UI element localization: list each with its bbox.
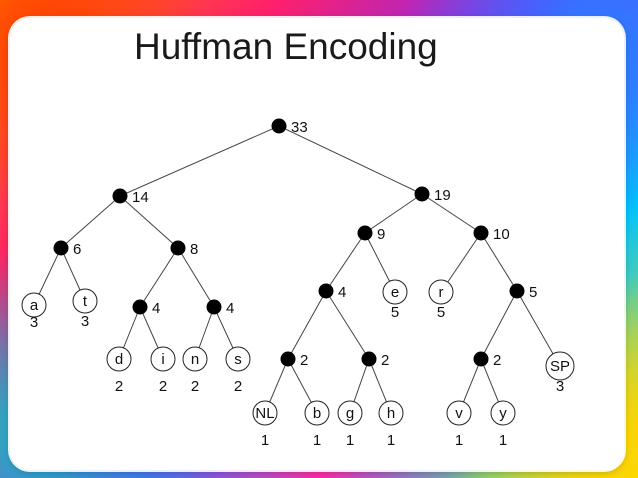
leaf-node-y bbox=[490, 400, 516, 426]
node-weight-label: 2 bbox=[300, 352, 308, 369]
internal-node-n9 bbox=[357, 225, 373, 241]
tree-edge-n8-n4b bbox=[177, 247, 215, 308]
leaf-symbol-label: v bbox=[455, 405, 463, 422]
node-weight-label: 9 bbox=[377, 226, 385, 243]
leaf-weight-label: 5 bbox=[437, 304, 445, 321]
leaf-node-e bbox=[382, 279, 408, 305]
leaf-node-i bbox=[150, 346, 176, 372]
node-weight-label: 14 bbox=[132, 189, 149, 206]
internal-node-n4a bbox=[132, 299, 148, 315]
node-weight-label: 19 bbox=[434, 187, 451, 204]
internal-node-n2b bbox=[361, 351, 377, 367]
leaf-symbol-label: n bbox=[191, 351, 199, 368]
leaf-symbol-label: g bbox=[346, 405, 354, 422]
node-weight-label: 4 bbox=[338, 284, 346, 301]
leaf-node-b bbox=[304, 400, 330, 426]
tree-edge-n33-n19 bbox=[278, 125, 423, 195]
internal-node-n4c bbox=[318, 283, 334, 299]
leaf-symbol-label: i bbox=[161, 351, 164, 368]
tree-edge-n33-n14 bbox=[119, 125, 280, 197]
leaf-weight-label: 2 bbox=[115, 378, 123, 395]
internal-node-n14 bbox=[112, 188, 128, 204]
leaf-node-a bbox=[21, 292, 47, 318]
internal-node-n5 bbox=[509, 283, 525, 299]
internal-node-n4b bbox=[206, 299, 222, 315]
tree-edge-n4c-n2b bbox=[325, 290, 370, 360]
tree-edge-n4c-n2a bbox=[287, 290, 327, 360]
tree-edge-n9-n4c bbox=[325, 232, 366, 292]
leaf-weight-label: 2 bbox=[159, 378, 167, 395]
node-weight-label: 2 bbox=[493, 352, 501, 369]
leaf-node-v bbox=[446, 400, 472, 426]
node-weight-label: 6 bbox=[73, 241, 81, 258]
leaf-symbol-label: e bbox=[391, 284, 399, 301]
leaf-node-g bbox=[337, 400, 363, 426]
internal-node-n2c bbox=[473, 351, 489, 367]
internal-node-n33 bbox=[271, 118, 287, 134]
leaf-node-NL bbox=[252, 400, 278, 426]
leaf-weight-label: 1 bbox=[313, 432, 321, 449]
slide-panel bbox=[10, 18, 624, 470]
leaf-symbol-label: t bbox=[83, 293, 88, 310]
leaf-node-h bbox=[378, 400, 404, 426]
tree-edge-n14-n6 bbox=[60, 195, 121, 249]
node-weight-label: 5 bbox=[529, 284, 537, 301]
node-weight-label: 4 bbox=[226, 300, 234, 317]
tree-edges bbox=[33, 125, 561, 414]
node-weight-label: 4 bbox=[152, 300, 160, 317]
tree-edge-n10-n5 bbox=[480, 232, 518, 292]
leaf-symbol-label: d bbox=[115, 351, 123, 368]
internal-node-n2a bbox=[280, 351, 296, 367]
leaf-weight-label: 1 bbox=[455, 432, 463, 449]
leaf-weight-label: 2 bbox=[191, 378, 199, 395]
leaf-symbol-label: r bbox=[439, 284, 444, 301]
leaf-weight-label: 1 bbox=[261, 432, 269, 449]
tree-edge-n19-n10 bbox=[421, 193, 482, 234]
leaf-weight-label: 5 bbox=[391, 304, 399, 321]
leaf-symbol-label: b bbox=[313, 405, 321, 422]
tree-edge-n14-n8 bbox=[119, 195, 179, 249]
leaf-weight-label: 1 bbox=[346, 432, 354, 449]
internal-node-n10 bbox=[473, 225, 489, 241]
internal-node-n19 bbox=[414, 186, 430, 202]
internal-node-n8 bbox=[170, 240, 186, 256]
leaf-weight-label: 3 bbox=[30, 314, 38, 331]
node-weight-label: 33 bbox=[291, 119, 308, 136]
leaf-node-n bbox=[182, 346, 208, 372]
tree-edge-n8-n4a bbox=[139, 247, 179, 308]
leaf-weight-label: 1 bbox=[387, 432, 395, 449]
leaf-node-r bbox=[428, 279, 454, 305]
leaf-weight-label: 1 bbox=[499, 432, 507, 449]
node-weight-label: 2 bbox=[381, 352, 389, 369]
leaf-node-s bbox=[225, 346, 251, 372]
leaf-weight-label: 2 bbox=[234, 378, 242, 395]
leaf-symbol-label: a bbox=[30, 297, 39, 314]
leaf-weight-label: 3 bbox=[556, 378, 564, 395]
leaf-node-d bbox=[106, 346, 132, 372]
leaf-symbol-label: NL bbox=[255, 405, 274, 422]
internal-node-n6 bbox=[53, 240, 69, 256]
leaf-symbol-label: h bbox=[387, 405, 395, 422]
node-weight-label: 10 bbox=[493, 226, 510, 243]
node-weight-label: 8 bbox=[190, 241, 198, 258]
leaf-node-t bbox=[72, 288, 98, 314]
leaf-symbol-label: SP bbox=[550, 358, 570, 375]
leaf-node-SP bbox=[545, 351, 575, 381]
tree-edge-n5-n2c bbox=[480, 290, 518, 360]
leaf-weight-label: 3 bbox=[81, 313, 89, 330]
leaf-symbol-label: y bbox=[499, 405, 507, 422]
tree-nodes bbox=[21, 118, 575, 426]
slide-title: Huffman Encoding bbox=[134, 26, 438, 67]
leaf-symbol-label: s bbox=[234, 351, 242, 368]
tree-edge-n19-n9 bbox=[364, 193, 423, 234]
